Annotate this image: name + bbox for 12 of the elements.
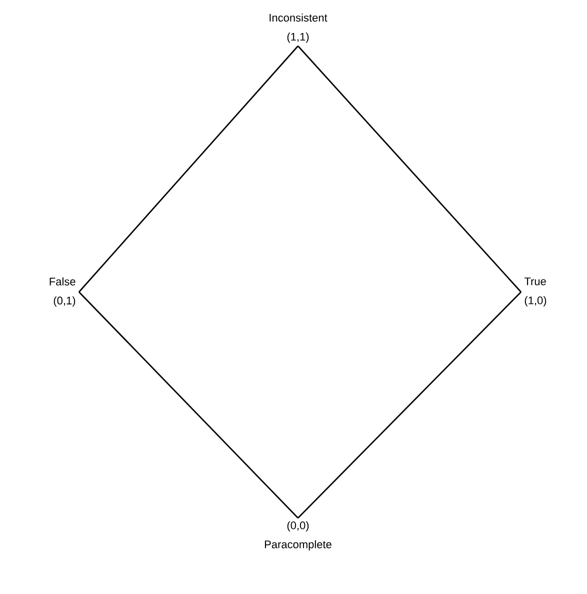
line [78,292,298,518]
line [298,292,522,518]
node-label: Paracomplete [264,540,332,550]
node-label: False [50,277,76,286]
node-label: True [524,278,546,286]
node-label: (0,1) [54,296,76,307]
node-label: (0,0) [287,521,309,532]
line [78,46,299,292]
line [297,46,522,292]
node-label: (1,0) [524,296,546,306]
node-label: Inconsistent [270,14,328,22]
node-label: (1,1) [287,32,309,43]
